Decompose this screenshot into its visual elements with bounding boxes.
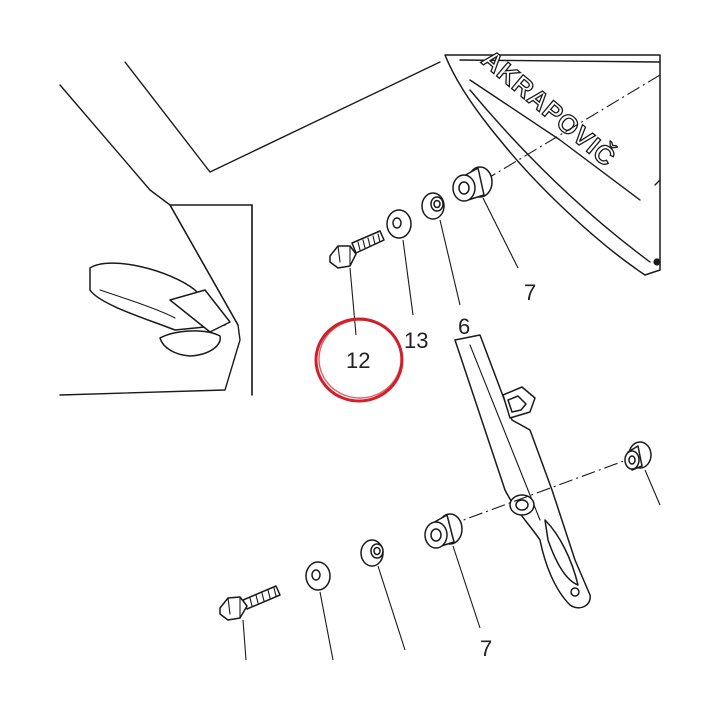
footrest-shape <box>89 262 231 357</box>
callouts: 7 6 13 12 7 <box>346 280 536 661</box>
stepped-washer-lower <box>360 539 384 567</box>
highlight-circle <box>314 317 404 403</box>
washer-lower <box>305 561 331 591</box>
leader-lines <box>242 197 661 661</box>
washer-13 <box>386 209 412 239</box>
assembly-axes <box>449 74 661 526</box>
washer-6 <box>421 192 445 220</box>
bolt-12 <box>329 230 385 269</box>
callout-part-7-upper: 7 <box>524 280 536 305</box>
hanger-bracket <box>454 334 591 609</box>
lower-hardware <box>219 441 652 621</box>
callout-part-7-lower: 7 <box>480 636 492 661</box>
grommet-7-upper <box>452 166 493 202</box>
upper-hardware <box>329 166 493 269</box>
grommet-7-lower <box>424 513 463 549</box>
callout-part-12: 12 <box>346 348 370 373</box>
bolt-lower <box>219 585 281 621</box>
callout-part-13: 13 <box>404 328 428 353</box>
motorcycle-body-outline <box>59 61 441 396</box>
muffler-body: AKRAPOVIČ <box>444 43 661 276</box>
callout-part-6: 6 <box>458 314 470 339</box>
spacer-right <box>624 441 652 471</box>
